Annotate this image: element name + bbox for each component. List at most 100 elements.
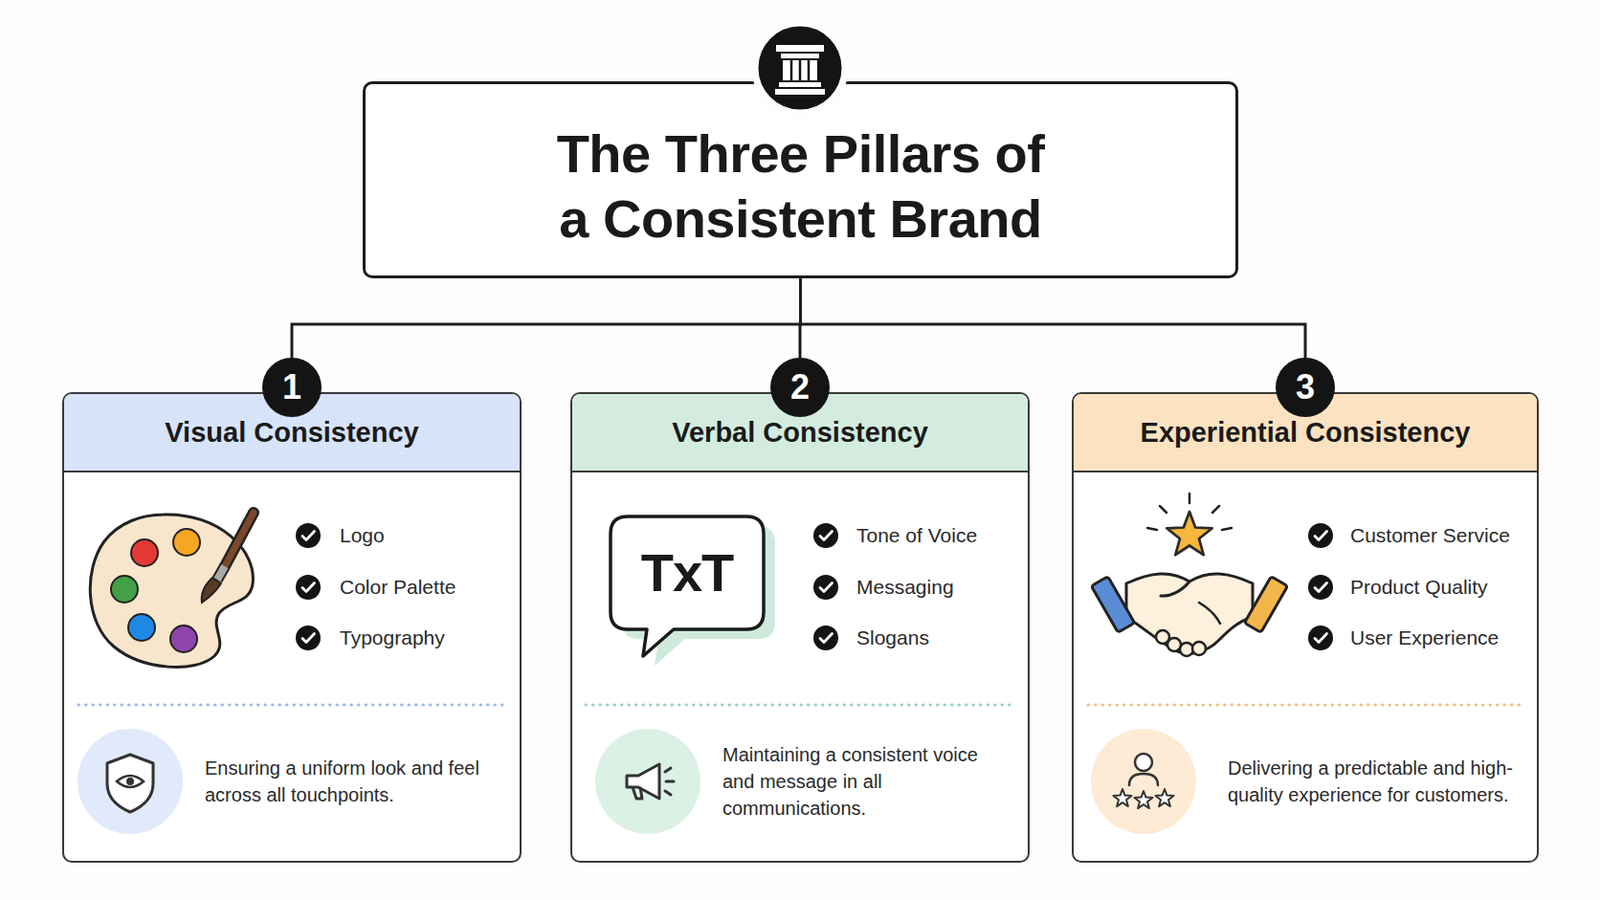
check-item: Tone of Voice [856,522,978,550]
pillar-icon [755,22,845,113]
rating-person-icon [1090,729,1197,835]
check-item: Messaging [856,574,955,601]
star-rays [1147,493,1232,531]
palette-icon [111,576,138,603]
rating-person-icon [1155,789,1174,807]
palette-icon [201,577,222,603]
check-mark [813,625,839,651]
pillar-card: Verbal ConsistencyTone of VoiceMessaging… [570,392,1030,864]
check-mark [1308,523,1334,549]
check-mark [813,523,839,549]
speech-bubble: TxT [608,514,783,661]
handshake-icon [1179,643,1194,657]
palette-icon [224,512,254,567]
star-icon [1166,511,1213,556]
rating-person-icon [1133,791,1153,809]
pillar-icon [780,53,820,59]
number-badge: 1 [262,357,322,418]
bubble-text: TxT [610,516,764,630]
card-description: Delivering a predictable and high-qualit… [1227,755,1515,809]
palette-icon [217,566,225,580]
check-mark [295,523,1334,651]
star-rays [1188,493,1192,504]
rating-person-icon [1112,789,1132,807]
check-mark [295,523,321,549]
megaphone-icon [595,729,701,835]
dotted-divider [585,704,1015,708]
palette-icon [217,566,225,580]
card-description: Maintaining a consistent voice and messa… [722,741,991,823]
handshake-icon [1199,602,1221,624]
rating-person-icon [1134,754,1153,772]
check-mark [295,575,321,600]
pillar-icon [782,60,818,81]
pillar-icon [790,60,794,81]
number-label: 1 [282,368,302,407]
rating-person-icon [1129,774,1158,786]
megaphone-icon [665,768,674,796]
number-label: 3 [1295,368,1315,407]
star-rays [1212,506,1220,513]
check-mark [295,625,321,651]
shield-eye-icon [77,729,183,835]
number-badge: 3 [1275,357,1335,418]
handshake-icon [1244,577,1288,633]
megaphone-icon [595,729,701,835]
star-rays [1159,506,1167,513]
number-badge: 2 [770,357,830,418]
handshake-icon [1160,581,1190,597]
handshake-icon [1192,642,1206,656]
number-label: 2 [790,368,810,407]
check-item: Logo [339,522,385,550]
palette-icon [224,512,254,567]
handshake-icon [1090,574,1288,657]
pillar-card: Experiential ConsistencyCustomer Service… [1071,392,1539,864]
palette-icon [173,529,200,556]
star-rays [1222,528,1232,531]
check-mark [1308,575,1334,600]
rating-person-icon [1090,729,1197,835]
pillar-icon [799,60,802,81]
palette-icon [89,512,254,667]
check-mark [813,575,839,600]
check-item: Typography [339,624,445,652]
palette-icon [128,614,156,642]
dotted-divider [78,704,1524,708]
title-text: The Three Pillars of a Consistent Brand [379,121,1223,252]
palette-icon [170,625,198,653]
pillar-icon [807,60,811,81]
card-description: Ensuring a uniform look and feel across … [204,755,492,809]
handshake-icon [1167,638,1181,652]
pillar-icon [775,88,825,95]
dotted-divider [78,704,506,708]
handshake-icon [1090,577,1134,633]
bubble-outline [610,516,764,657]
pillar-icon [755,22,845,113]
megaphone-icon [626,764,660,800]
shield-eye-icon [107,755,154,813]
check-item: Color Palette [339,574,456,601]
pillar-icon [776,44,824,52]
palette-icon [131,539,158,567]
dotted-divider [1088,704,1524,708]
check-item: Product Quality [1350,574,1489,601]
shield-eye-icon [126,777,134,786]
tree-connector [291,278,801,393]
palette-icon [89,514,253,668]
check-item: User Experience [1350,624,1499,652]
star-rays [1147,528,1157,531]
pillar-icon [778,82,822,88]
megaphone-icon [632,787,643,800]
handshake-icon [1126,574,1253,654]
handshake-icon [1155,630,1170,645]
check-item: Slogans [856,624,930,652]
title-box: The Three Pillars of a Consistent Brand [362,81,1239,279]
shield-eye-icon [77,729,183,835]
check-mark [1308,625,1334,651]
tree-connector [800,278,1307,393]
pillar-card: Visual ConsistencyLogoColor PaletteTypog… [62,392,522,864]
check-item: Customer Service [1350,522,1511,550]
shield-eye-icon [116,776,144,788]
